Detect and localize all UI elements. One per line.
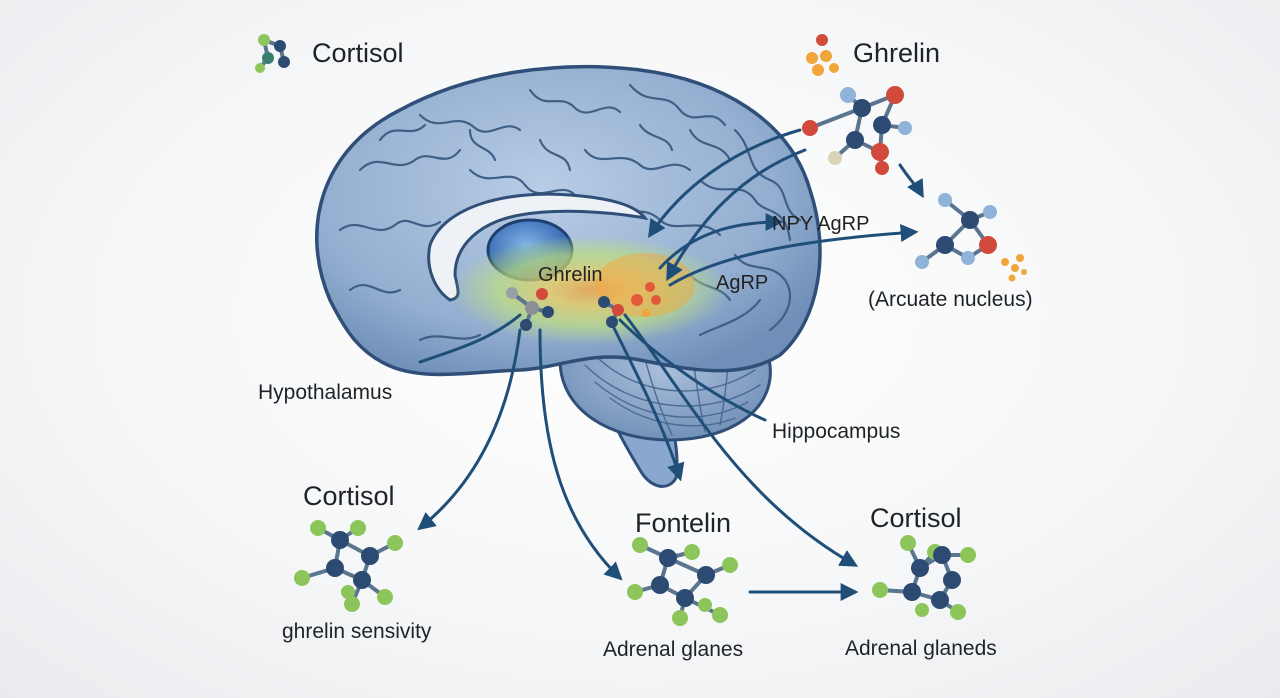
adrenal-glaneds-label: Adrenal glaneds bbox=[845, 637, 997, 660]
legend-cortisol-label: Cortisol bbox=[312, 38, 404, 68]
ghrelin-molecule bbox=[802, 86, 912, 175]
brain-ghrelin-label: Ghrelin bbox=[538, 264, 602, 286]
arcuate-molecule bbox=[915, 193, 1027, 282]
agrp-label: AgRP bbox=[716, 272, 768, 294]
hypothalamus-molecule-left bbox=[506, 287, 554, 331]
ghrelin-sensivity-label: ghrelin sensivity bbox=[282, 620, 432, 643]
npy-agrp-label: NPY AgRP bbox=[772, 213, 869, 235]
brain-illustration bbox=[315, 64, 822, 488]
legend-ghrelin-label: Ghrelin bbox=[853, 38, 940, 68]
hypothalamus-molecule-right bbox=[598, 282, 661, 328]
hippocampus-label: Hippocampus bbox=[772, 420, 900, 443]
cortisol-molecule-left bbox=[294, 520, 403, 612]
arrows bbox=[417, 128, 924, 601]
cortisol-right-title: Cortisol bbox=[870, 503, 962, 533]
cortisol-molecule-right bbox=[872, 535, 976, 620]
adrenal-glanes-label: Adrenal glanes bbox=[603, 638, 743, 661]
cortisol-left-title: Cortisol bbox=[303, 481, 395, 511]
arcuate-nucleus-label: (Arcuate nucleus) bbox=[868, 288, 1033, 311]
molecule-cluster-icon bbox=[806, 34, 839, 76]
fontelin-molecule bbox=[627, 537, 738, 626]
fontelin-title: Fontelin bbox=[635, 508, 731, 538]
hypothalamus-label: Hypothalamus bbox=[258, 381, 392, 404]
hypothalamus-glow-outer bbox=[450, 235, 730, 345]
molecule-icon bbox=[255, 34, 290, 73]
